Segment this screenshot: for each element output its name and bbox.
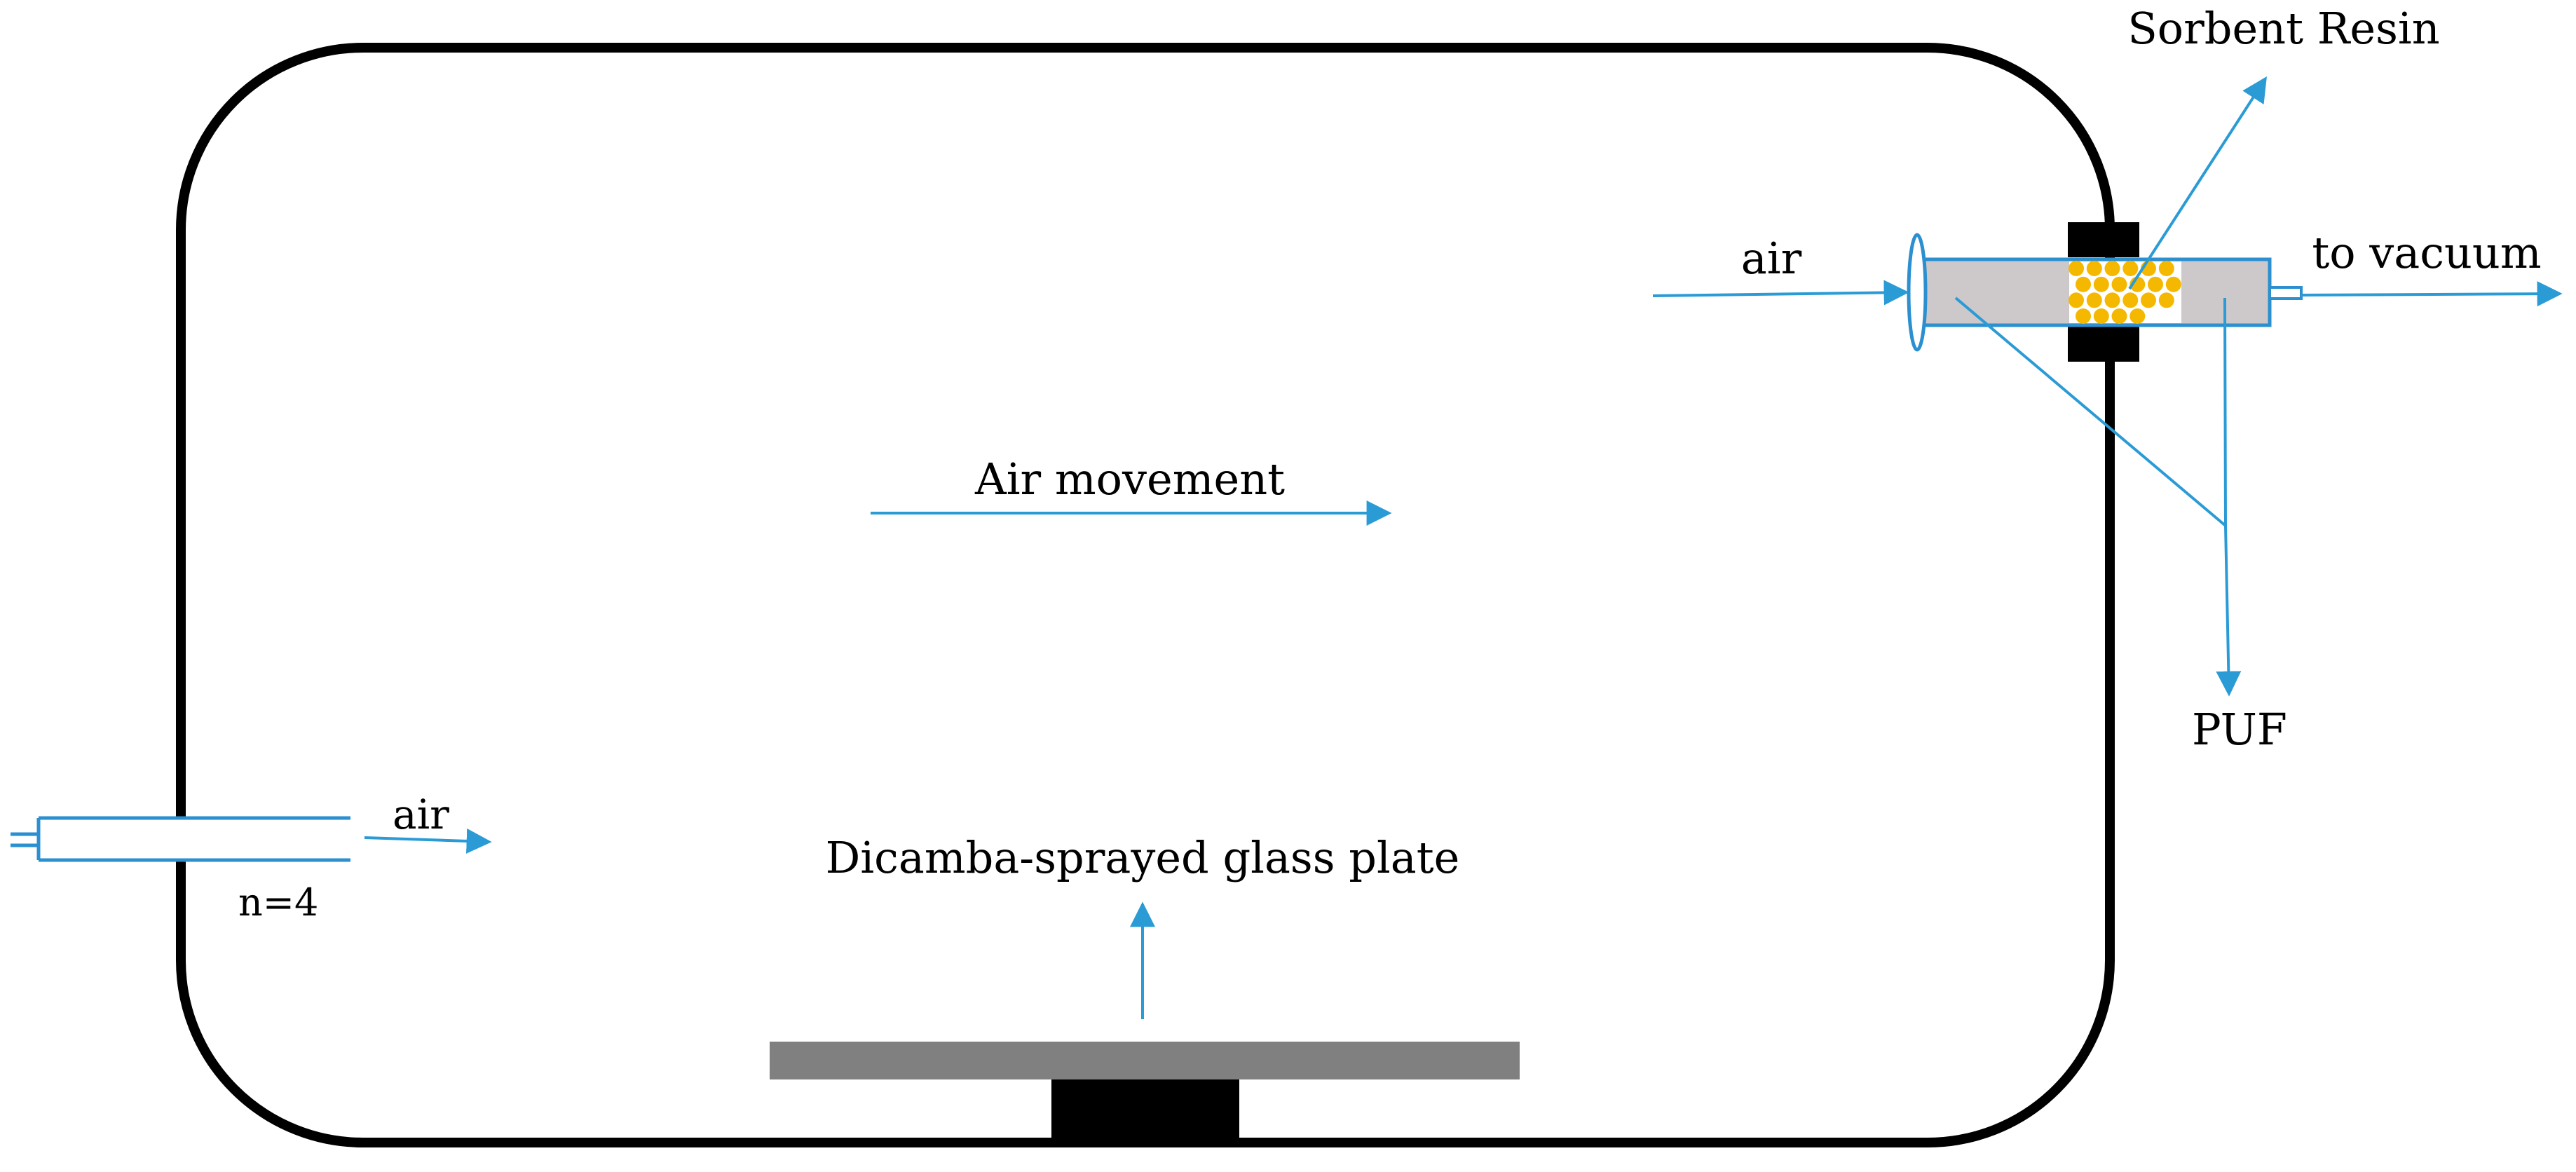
resin-bead bbox=[2111, 276, 2127, 292]
resin-bead bbox=[2165, 276, 2181, 292]
resin-bead bbox=[2069, 292, 2084, 308]
resin-bead bbox=[2086, 292, 2102, 308]
puf-label: PUF bbox=[2192, 704, 2287, 755]
chamber-outline bbox=[176, 43, 2115, 1147]
sorbent-resin-label: Sorbent Resin bbox=[2127, 3, 2439, 54]
right-air-arrow bbox=[1652, 280, 1909, 306]
left-air-arrow bbox=[364, 828, 492, 854]
resin-bead bbox=[2158, 292, 2174, 308]
inlet-count-label: n=4 bbox=[238, 880, 318, 925]
air-movement-label: Air movement bbox=[974, 454, 1285, 505]
resin-bead bbox=[2111, 308, 2127, 324]
resin-bead bbox=[2104, 292, 2120, 308]
plate-support bbox=[1051, 1079, 1239, 1145]
port-clamp-top bbox=[2068, 222, 2139, 257]
glass-plate bbox=[770, 1042, 1520, 1079]
resin-bead bbox=[2076, 276, 2091, 292]
resin-bead bbox=[2093, 276, 2109, 292]
plate-label: Dicamba-sprayed glass plate bbox=[826, 832, 1460, 883]
resin-bead bbox=[2076, 308, 2091, 324]
puf-pointer bbox=[1954, 297, 2242, 697]
sorbent-resin-pack bbox=[2069, 261, 2181, 324]
left-air-label: air bbox=[393, 791, 449, 838]
resin-bead bbox=[2093, 308, 2109, 324]
resin-bead bbox=[2122, 261, 2139, 276]
resin-bead bbox=[2086, 261, 2102, 276]
left-inlet-tube bbox=[11, 816, 350, 862]
resin-bead bbox=[2158, 261, 2174, 276]
sorbent-resin-pointer bbox=[2128, 76, 2267, 290]
resin-bead bbox=[2148, 276, 2163, 292]
resin-bead bbox=[2141, 292, 2156, 308]
resin-bead bbox=[2104, 261, 2120, 276]
resin-bead bbox=[2122, 292, 2139, 308]
vacuum-label: to vacuum bbox=[2312, 227, 2541, 278]
resin-bead bbox=[2129, 308, 2146, 324]
port-clamp-bottom bbox=[2068, 327, 2139, 362]
right-air-label: air bbox=[1741, 233, 1802, 284]
resin-bead bbox=[2069, 261, 2084, 276]
vacuum-arrow bbox=[2301, 281, 2563, 307]
